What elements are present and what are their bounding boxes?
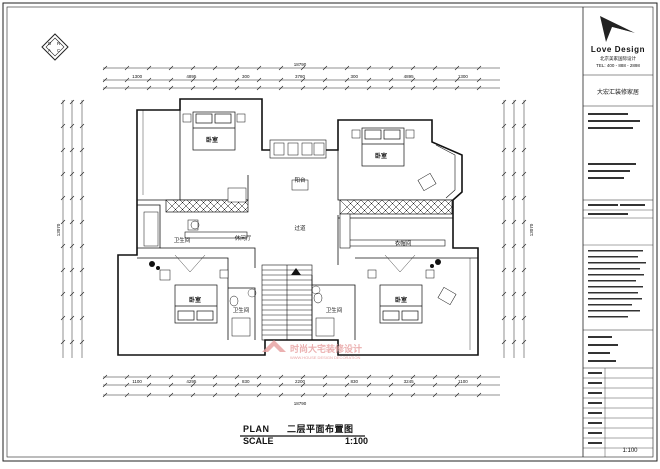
dimension-lines	[62, 67, 525, 396]
bed-top-right	[361, 127, 405, 167]
dim-bottom-segment-5: 3245	[404, 379, 415, 384]
company-name: 大宏汇装修家居	[597, 88, 639, 96]
watermark-subtext: WWW.HOUSE DESIGN DECORATION	[290, 355, 360, 360]
bed-bottom-right	[379, 284, 423, 324]
dim-top-segment-5: 4895	[404, 74, 415, 79]
dim-bottom-segment-0: 1100	[132, 379, 142, 384]
bay-window	[435, 144, 456, 199]
scale-value: 1:100	[345, 436, 368, 446]
room-label-closet-right: 衣帽间	[395, 239, 412, 247]
svg-text:A: A	[48, 48, 51, 53]
watermark: 时尚大宅装修设计 WWW.HOUSE DESIGN DECORATION	[262, 340, 362, 360]
hatched-wardrobe-walls	[165, 139, 453, 249]
room-label-bedroom-bottom-left: 卧室	[189, 296, 201, 304]
dim-left-total: 13070	[56, 223, 61, 236]
svg-text:D: D	[48, 41, 52, 46]
svg-text:C: C	[57, 48, 61, 53]
title-block	[582, 7, 653, 457]
room-label-bath-bottom-right: 卫生间	[326, 306, 343, 314]
plan-title: 二层平面布置图	[287, 423, 354, 434]
watermark-logo-icon	[262, 340, 286, 352]
title-block-scale: 1:100	[622, 448, 638, 454]
furniture-pieces	[143, 113, 457, 337]
room-label-master-top: 卧室	[206, 136, 218, 144]
room-label-balcony: 阳台	[294, 176, 306, 184]
brand-phone: TEL: 400 - 888 - 2898	[596, 63, 640, 68]
dim-bottom-segment-4: 830	[351, 379, 359, 384]
dim-bottom-segment-2: 830	[242, 379, 250, 384]
room-label-stair-area: 休闲厅	[235, 234, 252, 242]
dim-bottom-segment-1: 4295	[186, 379, 197, 384]
dim-top-segment-3: 3780	[295, 74, 306, 79]
plan-label: PLAN	[243, 424, 270, 434]
dim-bottom-total: 18790	[294, 401, 307, 406]
dim-top-segment-0: 1300	[132, 74, 143, 79]
plant-icons	[149, 259, 441, 270]
room-label-bath-bottom-left: 卫生间	[233, 306, 250, 314]
dim-top-segment-6: 1300	[458, 74, 469, 79]
svg-text:R: R	[57, 41, 61, 46]
dim-bottom-segment-3: 2200	[295, 379, 306, 384]
brand-name: Love Design	[591, 45, 645, 54]
room-label-bath-left: 卫生间	[174, 236, 191, 244]
dim-right-total: 13070	[529, 223, 534, 236]
sheet-border	[2, 2, 658, 462]
love-design-logo-icon	[600, 16, 635, 42]
bed-master-top	[192, 111, 236, 151]
dim-top-segment-1: 4895	[186, 74, 197, 79]
staircase	[261, 264, 313, 341]
brand-subtitle: 北京美家国际设计	[600, 55, 636, 62]
room-label-corridor: 过道	[294, 224, 306, 232]
ceiling-fixture-marks	[174, 254, 416, 298]
dim-top-segment-2: 300	[242, 74, 250, 79]
room-label-bedroom-top-right: 卧室	[375, 152, 387, 160]
dim-top-segment-4: 300	[351, 74, 359, 79]
scale-label: SCALE	[243, 436, 274, 446]
bed-bottom-left	[174, 284, 218, 324]
bottom-dimension-labels: 1100 4295 830 2200 830 3245 1100	[132, 379, 468, 384]
watermark-text: 时尚大宅装修设计	[290, 343, 362, 354]
top-dimension-labels: 1300 4895 300 3780 300 4895 1300	[132, 74, 468, 79]
stair-up-arrow-icon	[291, 268, 301, 275]
room-label-bedroom-bottom-right: 卧室	[395, 296, 407, 304]
sheet-inner-border	[6, 6, 654, 458]
hall-cabinet	[273, 142, 325, 156]
dim-top-total: 18790	[294, 62, 307, 67]
dim-bottom-segment-6: 1100	[458, 379, 468, 384]
